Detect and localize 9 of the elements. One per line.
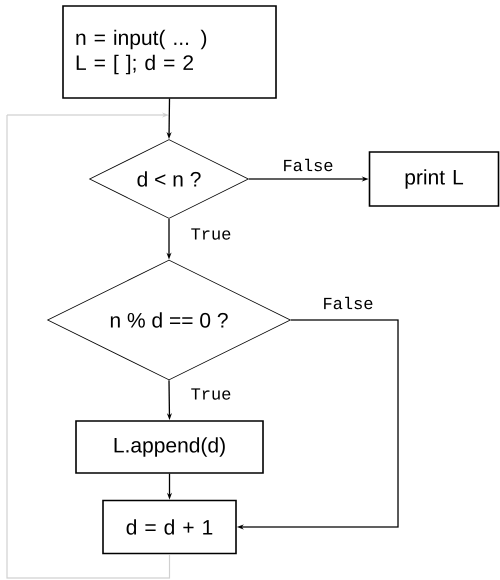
process-box: d = d + 1 (102, 500, 237, 554)
edge-label: True (190, 387, 232, 401)
process-box: L.append(d) (75, 420, 264, 474)
edge-label: False (322, 296, 374, 310)
edge-label: True (190, 227, 232, 241)
process-box: n = input( ... ) L = [ ]; d = 2 (62, 5, 277, 99)
edge-label: False (282, 158, 334, 172)
process-box: print L (368, 151, 500, 207)
arrow (6, 112, 172, 579)
